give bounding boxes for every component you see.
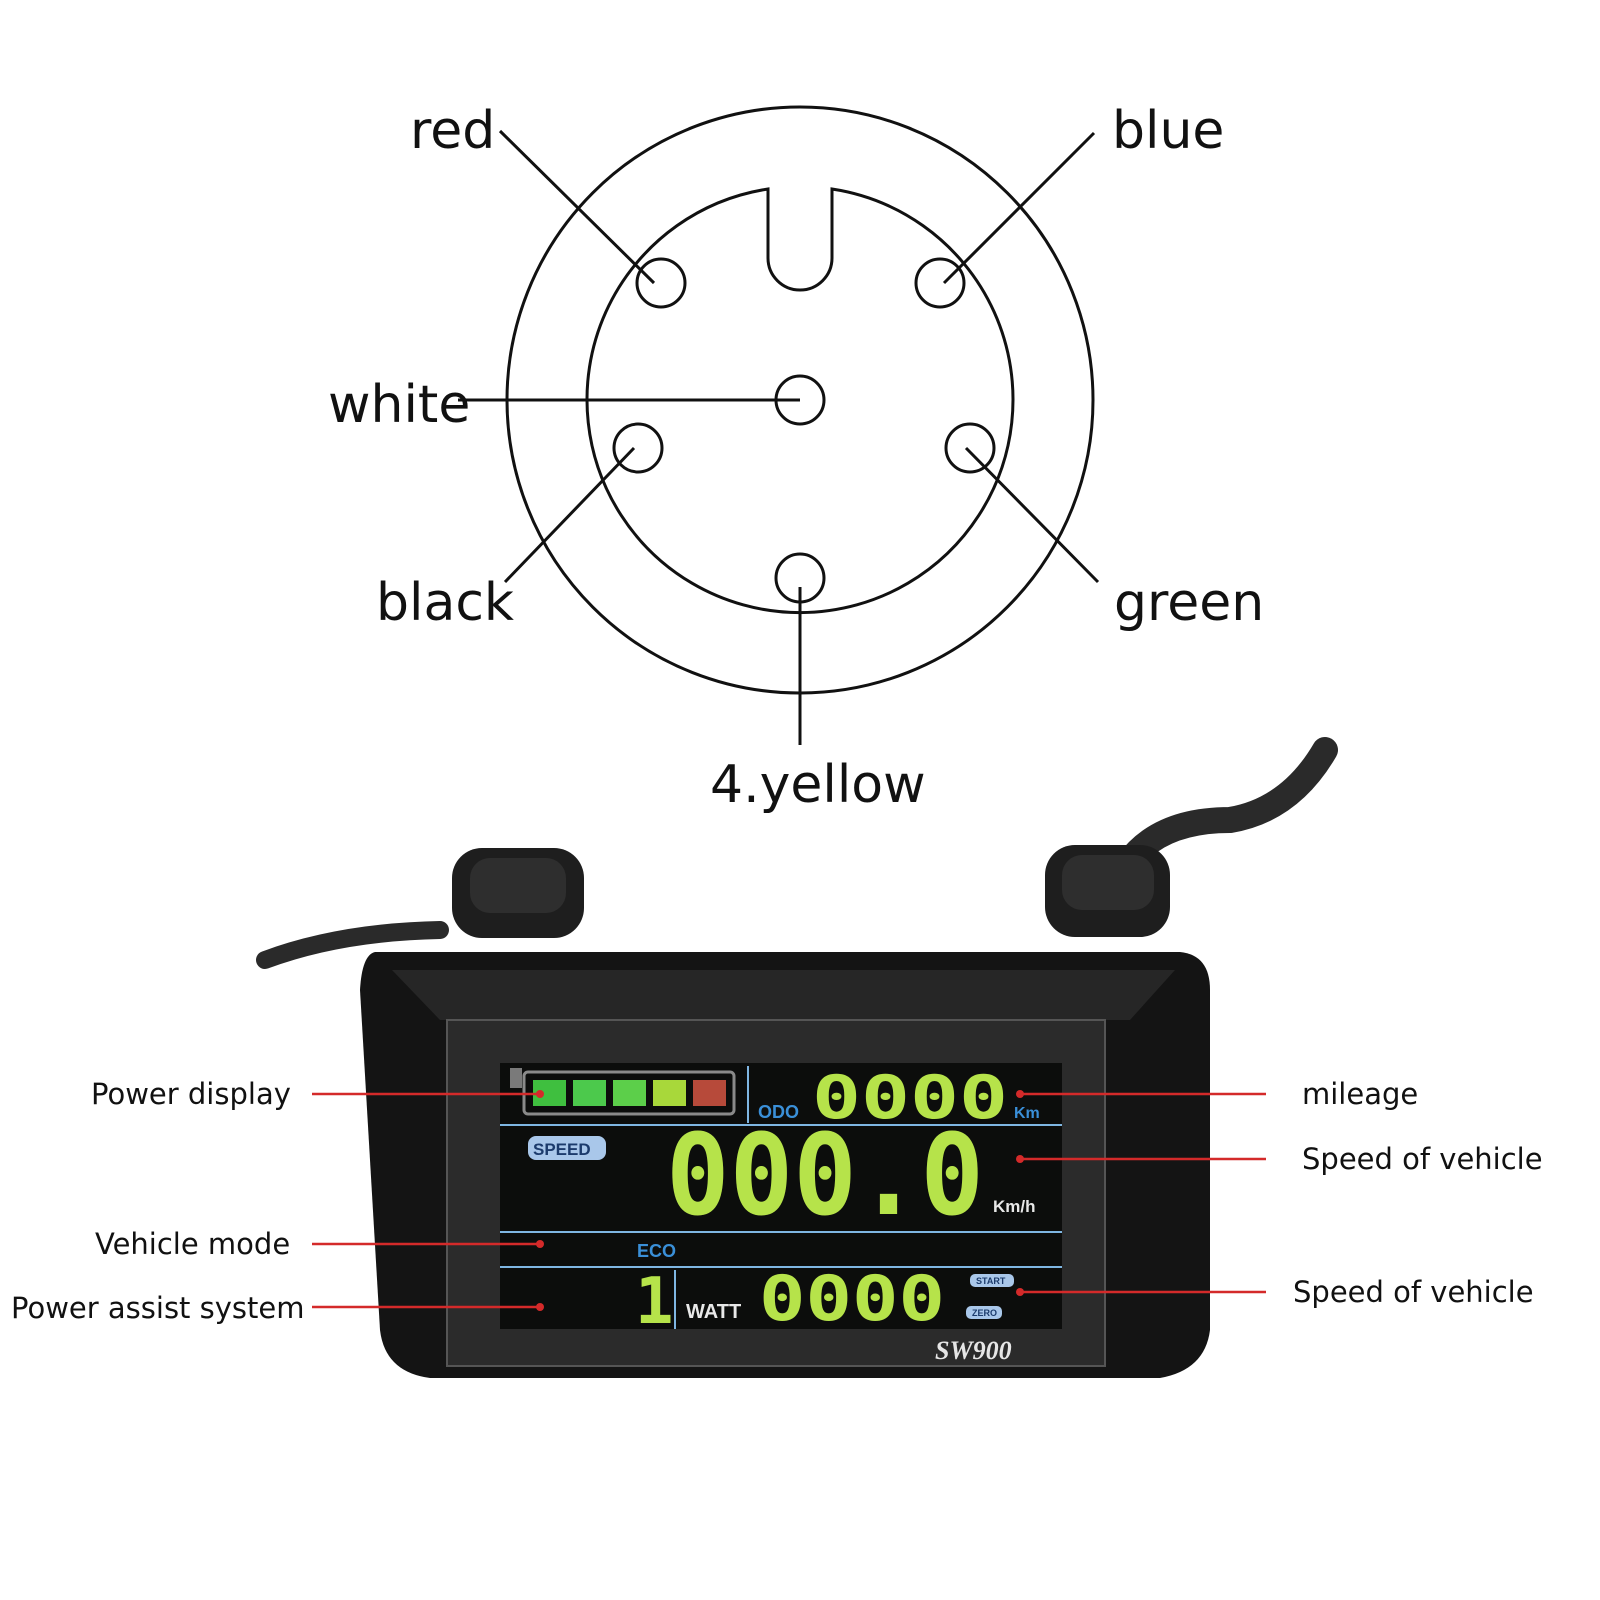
assist-level-value: 1 (635, 1265, 674, 1339)
speed-value: 000.0 (666, 1111, 984, 1241)
pin-black (612, 422, 664, 474)
zero-label: ZERO (972, 1308, 997, 1318)
pin-red (635, 257, 687, 309)
pin-label-black: black (376, 573, 514, 633)
pin-label-red: red (410, 101, 495, 161)
pin-green (944, 422, 996, 474)
cable-left (256, 921, 449, 969)
callout-dot-mileage (1016, 1090, 1024, 1098)
callout-dots (536, 1090, 1024, 1311)
mode-label: ECO (637, 1241, 676, 1261)
leader-red (498, 129, 656, 285)
speed-label: SPEED (533, 1140, 591, 1159)
watt-value: 0000 (759, 1262, 945, 1335)
zero-badge (966, 1306, 1002, 1319)
battery-segment (573, 1080, 606, 1106)
battery-icon (510, 1068, 736, 1116)
callout-label-mileage: mileage (1302, 1077, 1418, 1111)
callout-label-speed-2: Speed of vehicle (1293, 1275, 1534, 1309)
housing-bevel (392, 970, 1175, 1020)
speed-label-box (528, 1136, 606, 1160)
callout-dot-power-display (536, 1090, 544, 1098)
clamp-left (452, 848, 584, 938)
model-name: SW900 (935, 1336, 1012, 1365)
callout-label-speed-1: Speed of vehicle (1302, 1142, 1543, 1176)
clamp-right (1045, 845, 1170, 937)
battery-segments (533, 1080, 726, 1106)
start-label: START (976, 1276, 1006, 1286)
speed-unit: Km/h (993, 1197, 1036, 1216)
lcd-dividers (500, 1066, 1062, 1329)
battery-segment (693, 1080, 726, 1106)
watt-label: WATT (686, 1301, 741, 1323)
battery-segment (613, 1080, 646, 1106)
connector-diagram (458, 105, 1100, 745)
odo-unit: Km (1014, 1105, 1040, 1122)
lcd-screen (500, 1063, 1062, 1329)
odo-value: 0000 (812, 1063, 1008, 1133)
pin-label-yellow: 4.yellow (710, 755, 926, 815)
display-device: ODO 0000 Km SPEED 000.0 Km/h ECO 1 WATT … (256, 737, 1338, 1378)
pin-label-blue: blue (1112, 101, 1224, 161)
pin-label-white: white (328, 375, 470, 435)
callout-label-vehicle-mode: Vehicle mode (95, 1227, 290, 1261)
callout-dot-speed-2 (1016, 1288, 1024, 1296)
pin-label-green: green (1114, 573, 1264, 633)
battery-segment (653, 1080, 686, 1106)
pin-blue (914, 257, 966, 309)
callout-label-power-assist: Power assist system (11, 1291, 304, 1325)
callout-label-power-display: Power display (91, 1077, 291, 1111)
callout-dot-vehicle-mode (536, 1240, 544, 1248)
callouts (312, 1092, 1266, 1309)
leader-black (503, 446, 636, 584)
callout-dot-power-assist (536, 1303, 544, 1311)
start-badge (970, 1274, 1014, 1287)
connector-inner-ring-with-key (585, 187, 1015, 614)
leader-green (964, 446, 1100, 584)
odo-label: ODO (758, 1102, 799, 1122)
leader-blue (942, 131, 1096, 285)
callout-dot-speed-1 (1016, 1155, 1024, 1163)
